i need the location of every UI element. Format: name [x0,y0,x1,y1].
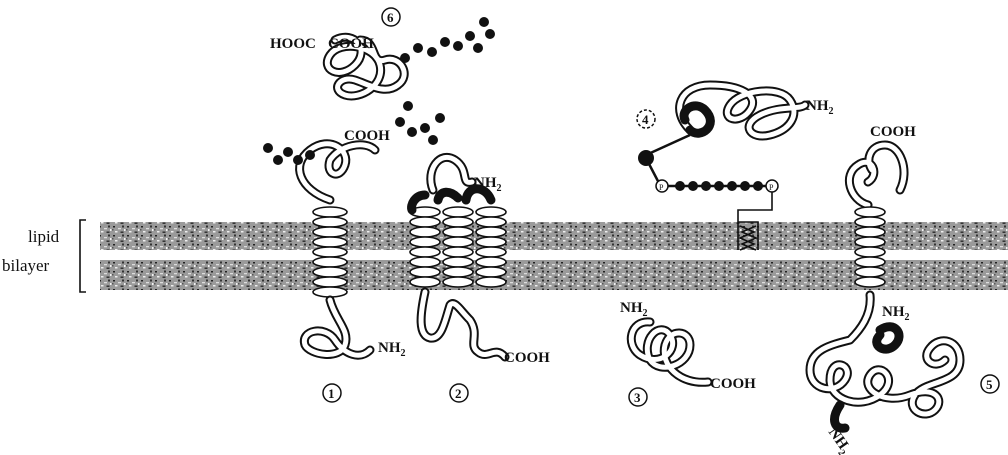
p1-cooh-label: COOH [344,128,390,144]
p3-cooh-label: COOH [710,376,756,392]
svg-text:3: 3 [634,390,641,405]
protein-1-sugar-chain [263,143,315,165]
svg-text:P: P [769,183,774,192]
number-3: 3 [629,388,647,406]
svg-text:bilayer: bilayer [2,256,50,275]
protein-1-helix [313,207,347,297]
number-5: 5 [981,375,999,393]
svg-text:lipid: lipid [28,227,60,246]
number-4: 4 [637,110,655,128]
svg-text:6: 6 [387,10,394,25]
lipid-bilayer-label: lipid bilayer [2,227,60,275]
p1-nh2-label: NH2 [378,340,406,359]
p6-hooc-label: HOOC [270,36,316,52]
p3-nh2-label: NH2 [620,300,648,319]
p5-cooh-label: COOH [870,124,916,140]
protein-4-sugar-chain: P P [656,180,778,192]
svg-text:4: 4 [642,112,649,127]
protein-2-helices [410,207,506,287]
svg-text:2: 2 [455,386,462,401]
protein-6-extracellular: HOOC COOH [270,17,495,96]
p4-nh2-label: NH2 [806,98,834,117]
svg-text:1: 1 [328,386,335,401]
p2-cooh-label: COOH [504,350,550,366]
number-6: 6 [382,8,400,26]
gpi-anchor-node [638,150,654,166]
protein-2-sugar-chain [395,101,445,145]
protein-3-inner-anchored: NH2 COOH [620,300,756,392]
p6-cooh-label: COOH [328,36,374,52]
bilayer-bracket [80,220,86,292]
protein-6-sugar-chain [400,17,495,63]
number-1: 1 [323,384,341,402]
number-2: 2 [450,384,468,402]
p5-nh2-top-label: NH2 [882,304,910,323]
svg-text:5: 5 [986,377,993,392]
svg-text:P: P [659,183,664,192]
